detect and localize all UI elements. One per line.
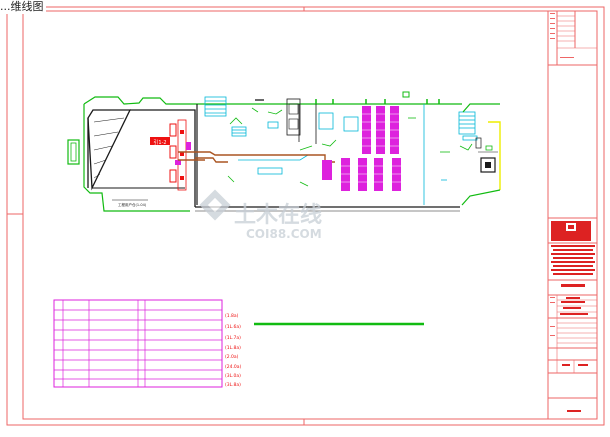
legend-label: (1L.6a) (225, 324, 241, 330)
red-equipment: 引1-2 (150, 119, 191, 191)
left-building: 工程用户仓(1-04) (67, 96, 196, 212)
cabinet-banks (322, 106, 401, 191)
legend-label: (3L.0a) (225, 373, 241, 379)
legend-label: (3L.8a) (225, 382, 241, 388)
legend-label: (24.0a) (225, 364, 242, 370)
legend-labels: (1.8a) (1L.6a) (1L.7a) (1L.8a) (2.0a) (2… (225, 313, 242, 388)
legend-label: (1L.8a) (225, 345, 241, 351)
red-tag-label: 引1-2 (153, 139, 166, 146)
site-note: 工程用户仓(1-04) (118, 202, 147, 207)
legend-table (53, 299, 223, 388)
central-building (190, 91, 462, 212)
sheet-border (6, 6, 605, 426)
watermark-main: 土木在线 (234, 202, 322, 228)
cyan-equipment (204, 96, 478, 205)
legend-label: (2.0a) (225, 354, 239, 360)
watermark: 土木在线 COI88.COM (199, 189, 322, 241)
green-annotations (227, 107, 473, 187)
legend-label: (1L.7a) (225, 335, 241, 341)
title-block (548, 11, 597, 412)
legend-label: (1.8a) (225, 313, 239, 319)
cabinet-ticks (341, 113, 401, 183)
drawing-title: ...维线图 (0, 0, 46, 14)
watermark-sub: COI88.COM (246, 227, 322, 241)
right-building (461, 103, 501, 206)
pipe-route (178, 151, 335, 163)
